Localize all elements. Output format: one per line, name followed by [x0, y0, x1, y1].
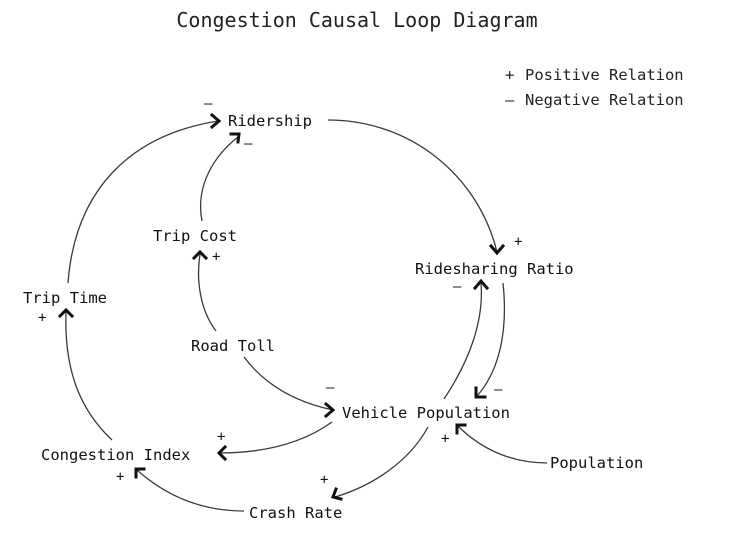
node-population: Population: [550, 454, 643, 472]
polarity-sign: +: [441, 431, 449, 447]
edge-roadtoll-to-tripcost: [197, 253, 217, 332]
node-trip-cost: Trip Cost: [153, 227, 237, 245]
polarity-sign: +: [212, 249, 220, 265]
arrowhead-icon: [331, 487, 343, 501]
arrowhead-icon: [323, 401, 336, 419]
node-congestion-index: Congestion Index: [41, 446, 190, 464]
edge-tripcost-to-ridership: [200, 136, 239, 222]
arrowhead-icon: [134, 467, 146, 479]
edge-vehiclepop-to-crashrate: [334, 426, 429, 498]
edge-vehiclepop-to-ridesharing: [443, 282, 483, 400]
arrowhead-icon: [472, 278, 490, 291]
edge-ridership-to-ridesharing: [327, 119, 498, 253]
legend: + Positive Relation – Negative Relation: [505, 66, 684, 109]
edges: [57, 112, 548, 512]
polarity-sign: +: [320, 472, 328, 488]
edge-vehiclepop-to-congestion: [218, 421, 333, 454]
polarity-signs: – – + + + – – – + + + +: [38, 96, 522, 488]
legend-symbol-positive: +: [505, 66, 514, 84]
arrowhead-icon: [191, 249, 209, 261]
arrowhead-icon: [57, 307, 75, 319]
legend-label-negative: Negative Relation: [525, 91, 684, 109]
polarity-sign: –: [453, 279, 462, 295]
arrowhead-icon: [209, 112, 222, 130]
legend-label-positive: Positive Relation: [525, 66, 684, 84]
edge-congestion-to-triptime: [65, 311, 113, 441]
edge-population-to-vehiclepop: [457, 425, 548, 464]
diagram-title: Congestion Causal Loop Diagram: [176, 8, 537, 32]
polarity-sign: +: [38, 310, 46, 326]
node-trip-time: Trip Time: [23, 289, 107, 307]
node-vehicle-population: Vehicle Population: [342, 404, 510, 422]
node-ridesharing-ratio: Ridesharing Ratio: [415, 260, 574, 278]
edge-roadtoll-to-vehiclepop: [243, 356, 334, 411]
legend-symbol-negative: –: [505, 91, 515, 109]
polarity-sign: –: [204, 96, 213, 112]
edge-ridesharing-to-vehiclepop: [476, 282, 506, 397]
arrowhead-icon: [455, 423, 467, 435]
node-ridership: Ridership: [228, 112, 312, 130]
polarity-sign: –: [494, 382, 503, 398]
edge-triptime-to-ridership: [67, 120, 219, 284]
polarity-sign: +: [217, 429, 225, 445]
polarity-sign: –: [244, 136, 253, 152]
arrowhead-icon: [229, 132, 241, 144]
polarity-sign: +: [116, 469, 124, 485]
arrowhead-icon: [474, 386, 487, 399]
arrowhead-icon: [216, 444, 228, 462]
node-crash-rate: Crash Rate: [249, 504, 342, 522]
node-road-toll: Road Toll: [191, 337, 275, 355]
polarity-sign: –: [326, 380, 335, 396]
nodes: Ridership Trip Cost Ridesharing Ratio Tr…: [23, 112, 643, 522]
polarity-sign: +: [514, 234, 522, 250]
arrowhead-icon: [488, 243, 506, 256]
edge-crashrate-to-congestion: [136, 469, 245, 512]
